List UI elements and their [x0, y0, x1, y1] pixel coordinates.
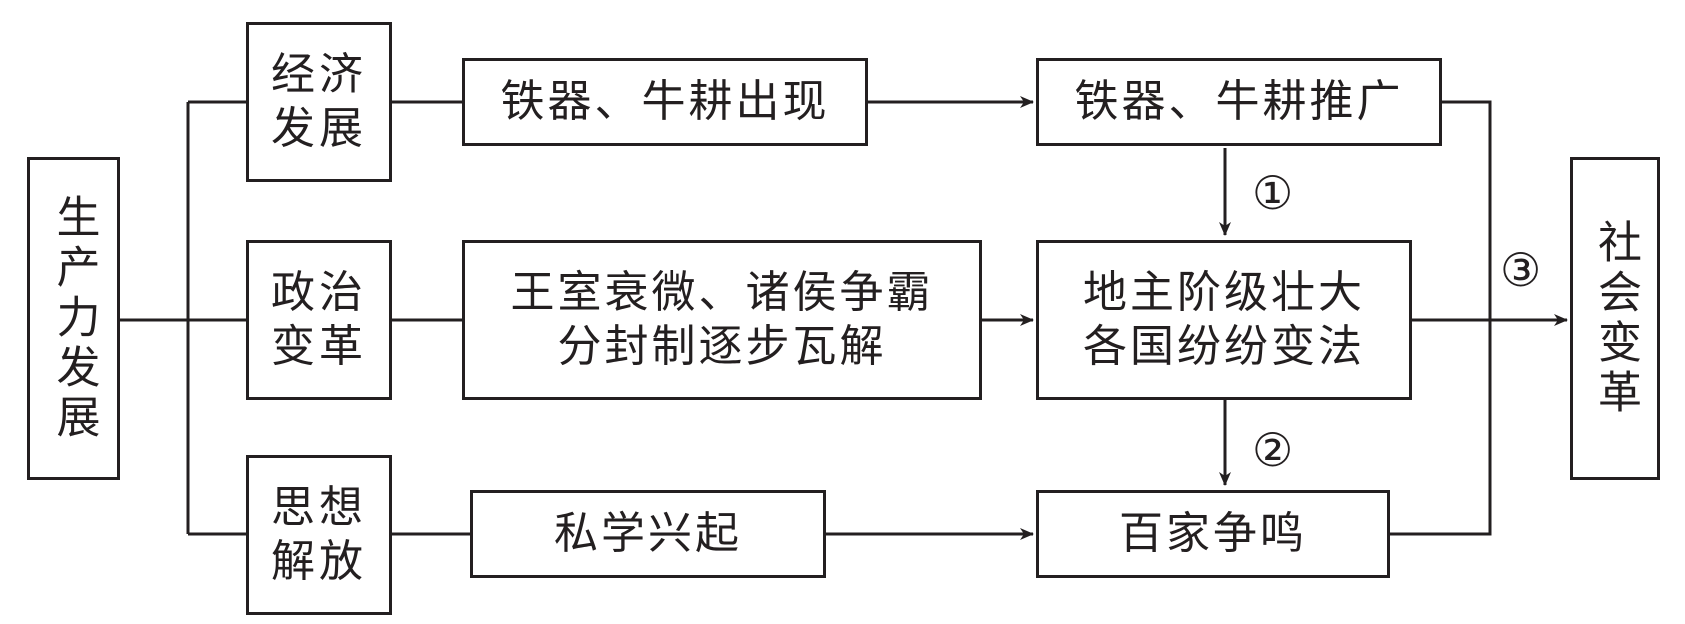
marker-1: ① — [1252, 166, 1294, 220]
category-thought-label: 思想解放 — [271, 482, 367, 587]
category-thought-box: 思想解放 — [246, 455, 392, 615]
result-label: 社会变革 — [1590, 218, 1641, 419]
category-economy-label: 经济发展 — [271, 49, 367, 154]
connector-hundred-merge — [1390, 320, 1492, 536]
category-politics-box: 政治变革 — [246, 240, 392, 400]
iron-appear-label: 铁器、牛耕出现 — [500, 76, 830, 127]
landlord-box: 地主阶级壮大 各国纷纷变法 — [1036, 240, 1412, 400]
landlord-line2: 各国纷纷变法 — [1083, 321, 1365, 372]
hundred-schools-box: 百家争鸣 — [1036, 490, 1390, 578]
private-school-box: 私学兴起 — [470, 490, 826, 578]
connector-spread-merge — [1442, 100, 1492, 320]
royal-decline-box: 王室衰微、诸侯争霸 分封制逐步瓦解 — [462, 240, 982, 400]
marker-3: ③ — [1500, 243, 1542, 297]
landlord-line1: 地主阶级壮大 — [1083, 267, 1365, 318]
category-politics-label: 政治变革 — [271, 267, 367, 372]
royal-decline-line1: 王室衰微、诸侯争霸 — [510, 267, 934, 318]
private-school-label: 私学兴起 — [554, 508, 742, 559]
category-economy-box: 经济发展 — [246, 22, 392, 182]
source-box: 生产力发展 — [27, 157, 120, 480]
iron-spread-label: 铁器、牛耕推广 — [1074, 76, 1404, 127]
marker-2: ② — [1252, 423, 1294, 477]
source-label: 生产力发展 — [48, 193, 100, 444]
result-box: 社会变革 — [1570, 157, 1660, 480]
hundred-schools-label: 百家争鸣 — [1119, 508, 1307, 559]
iron-appear-box: 铁器、牛耕出现 — [462, 58, 868, 146]
royal-decline-line2: 分封制逐步瓦解 — [557, 321, 887, 372]
iron-spread-box: 铁器、牛耕推广 — [1036, 58, 1442, 146]
